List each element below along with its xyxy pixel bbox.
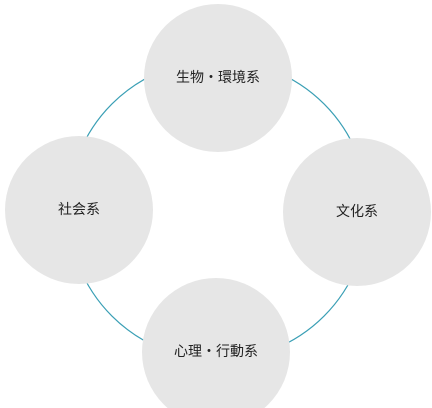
node-bio-environment-circle bbox=[144, 4, 292, 152]
node-culture-circle bbox=[283, 138, 431, 286]
node-society-label: 社会系 bbox=[58, 202, 100, 218]
node-psych-behavior-label: 心理・行動系 bbox=[174, 344, 258, 360]
node-culture-label: 文化系 bbox=[336, 204, 378, 220]
node-psych-behavior: 心理・行動系 bbox=[142, 278, 290, 408]
node-bio-environment: 生物・環境系 bbox=[144, 4, 292, 152]
node-society-circle bbox=[5, 136, 153, 284]
node-culture: 文化系 bbox=[283, 138, 431, 286]
node-society: 社会系 bbox=[5, 136, 153, 284]
node-bio-environment-label: 生物・環境系 bbox=[176, 70, 260, 86]
node-psych-behavior-circle bbox=[142, 278, 290, 408]
